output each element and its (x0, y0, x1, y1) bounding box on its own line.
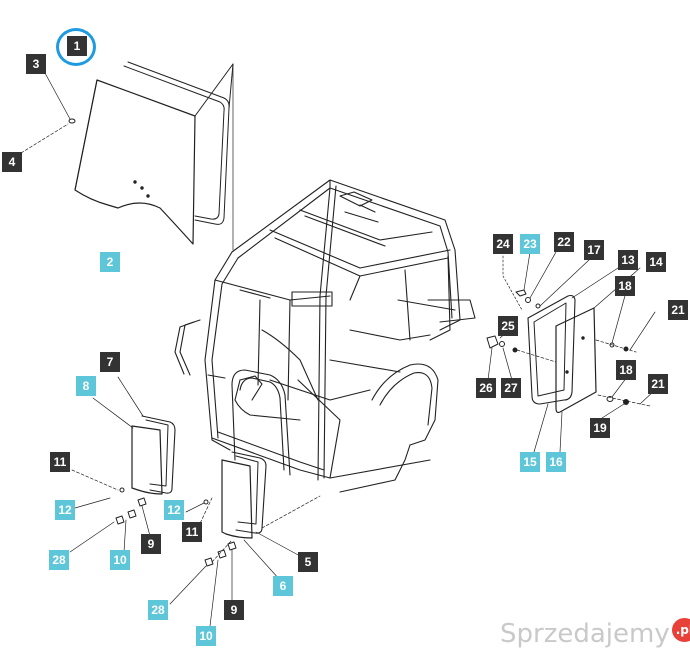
callout-2: 2 (100, 252, 120, 272)
callout-28b: 28 (148, 600, 168, 620)
callout-17: 17 (584, 240, 604, 260)
watermark: Sprzedajemy.pl (500, 618, 690, 649)
rear-fastener (20, 72, 76, 154)
watermark-suffix: .pl (671, 618, 690, 642)
callout-9b: 9 (224, 600, 244, 620)
callout-21: 21 (668, 300, 688, 320)
callout-10: 10 (110, 550, 130, 570)
callout-12b: 12 (164, 500, 184, 520)
callout-24: 24 (493, 234, 513, 254)
callout-13: 13 (618, 250, 638, 270)
callout-1: 1 (67, 36, 87, 56)
callout-18b: 18 (616, 360, 636, 380)
highlight-ring (56, 28, 96, 66)
callout-22: 22 (554, 232, 574, 252)
callout-9: 9 (141, 534, 161, 554)
callout-6: 6 (273, 576, 293, 596)
callout-19: 19 (590, 418, 610, 438)
side-panel-front (169, 451, 321, 627)
cab-frame (174, 179, 476, 493)
side-window-right (486, 251, 656, 453)
callout-5: 5 (298, 552, 318, 572)
rear-window-glass (74, 61, 234, 251)
side-panel-left (69, 376, 213, 553)
callout-10b: 10 (196, 626, 216, 646)
callout-8: 8 (76, 376, 96, 396)
callout-11: 11 (50, 452, 70, 472)
callout-4: 4 (2, 152, 22, 172)
callout-18: 18 (615, 276, 635, 296)
callout-26: 26 (476, 378, 496, 398)
callout-16: 16 (546, 452, 566, 472)
callout-3: 3 (26, 54, 46, 74)
callout-12: 12 (55, 500, 75, 520)
callout-11b: 11 (182, 522, 202, 542)
callout-15: 15 (520, 452, 540, 472)
callout-23: 23 (520, 234, 540, 254)
callout-25: 25 (498, 316, 518, 336)
callout-21b: 21 (648, 374, 668, 394)
callout-14: 14 (646, 252, 666, 272)
callout-7: 7 (100, 352, 120, 372)
callout-27: 27 (501, 378, 521, 398)
callout-28: 28 (49, 550, 69, 570)
watermark-text: Sprzedajemy (500, 619, 670, 649)
